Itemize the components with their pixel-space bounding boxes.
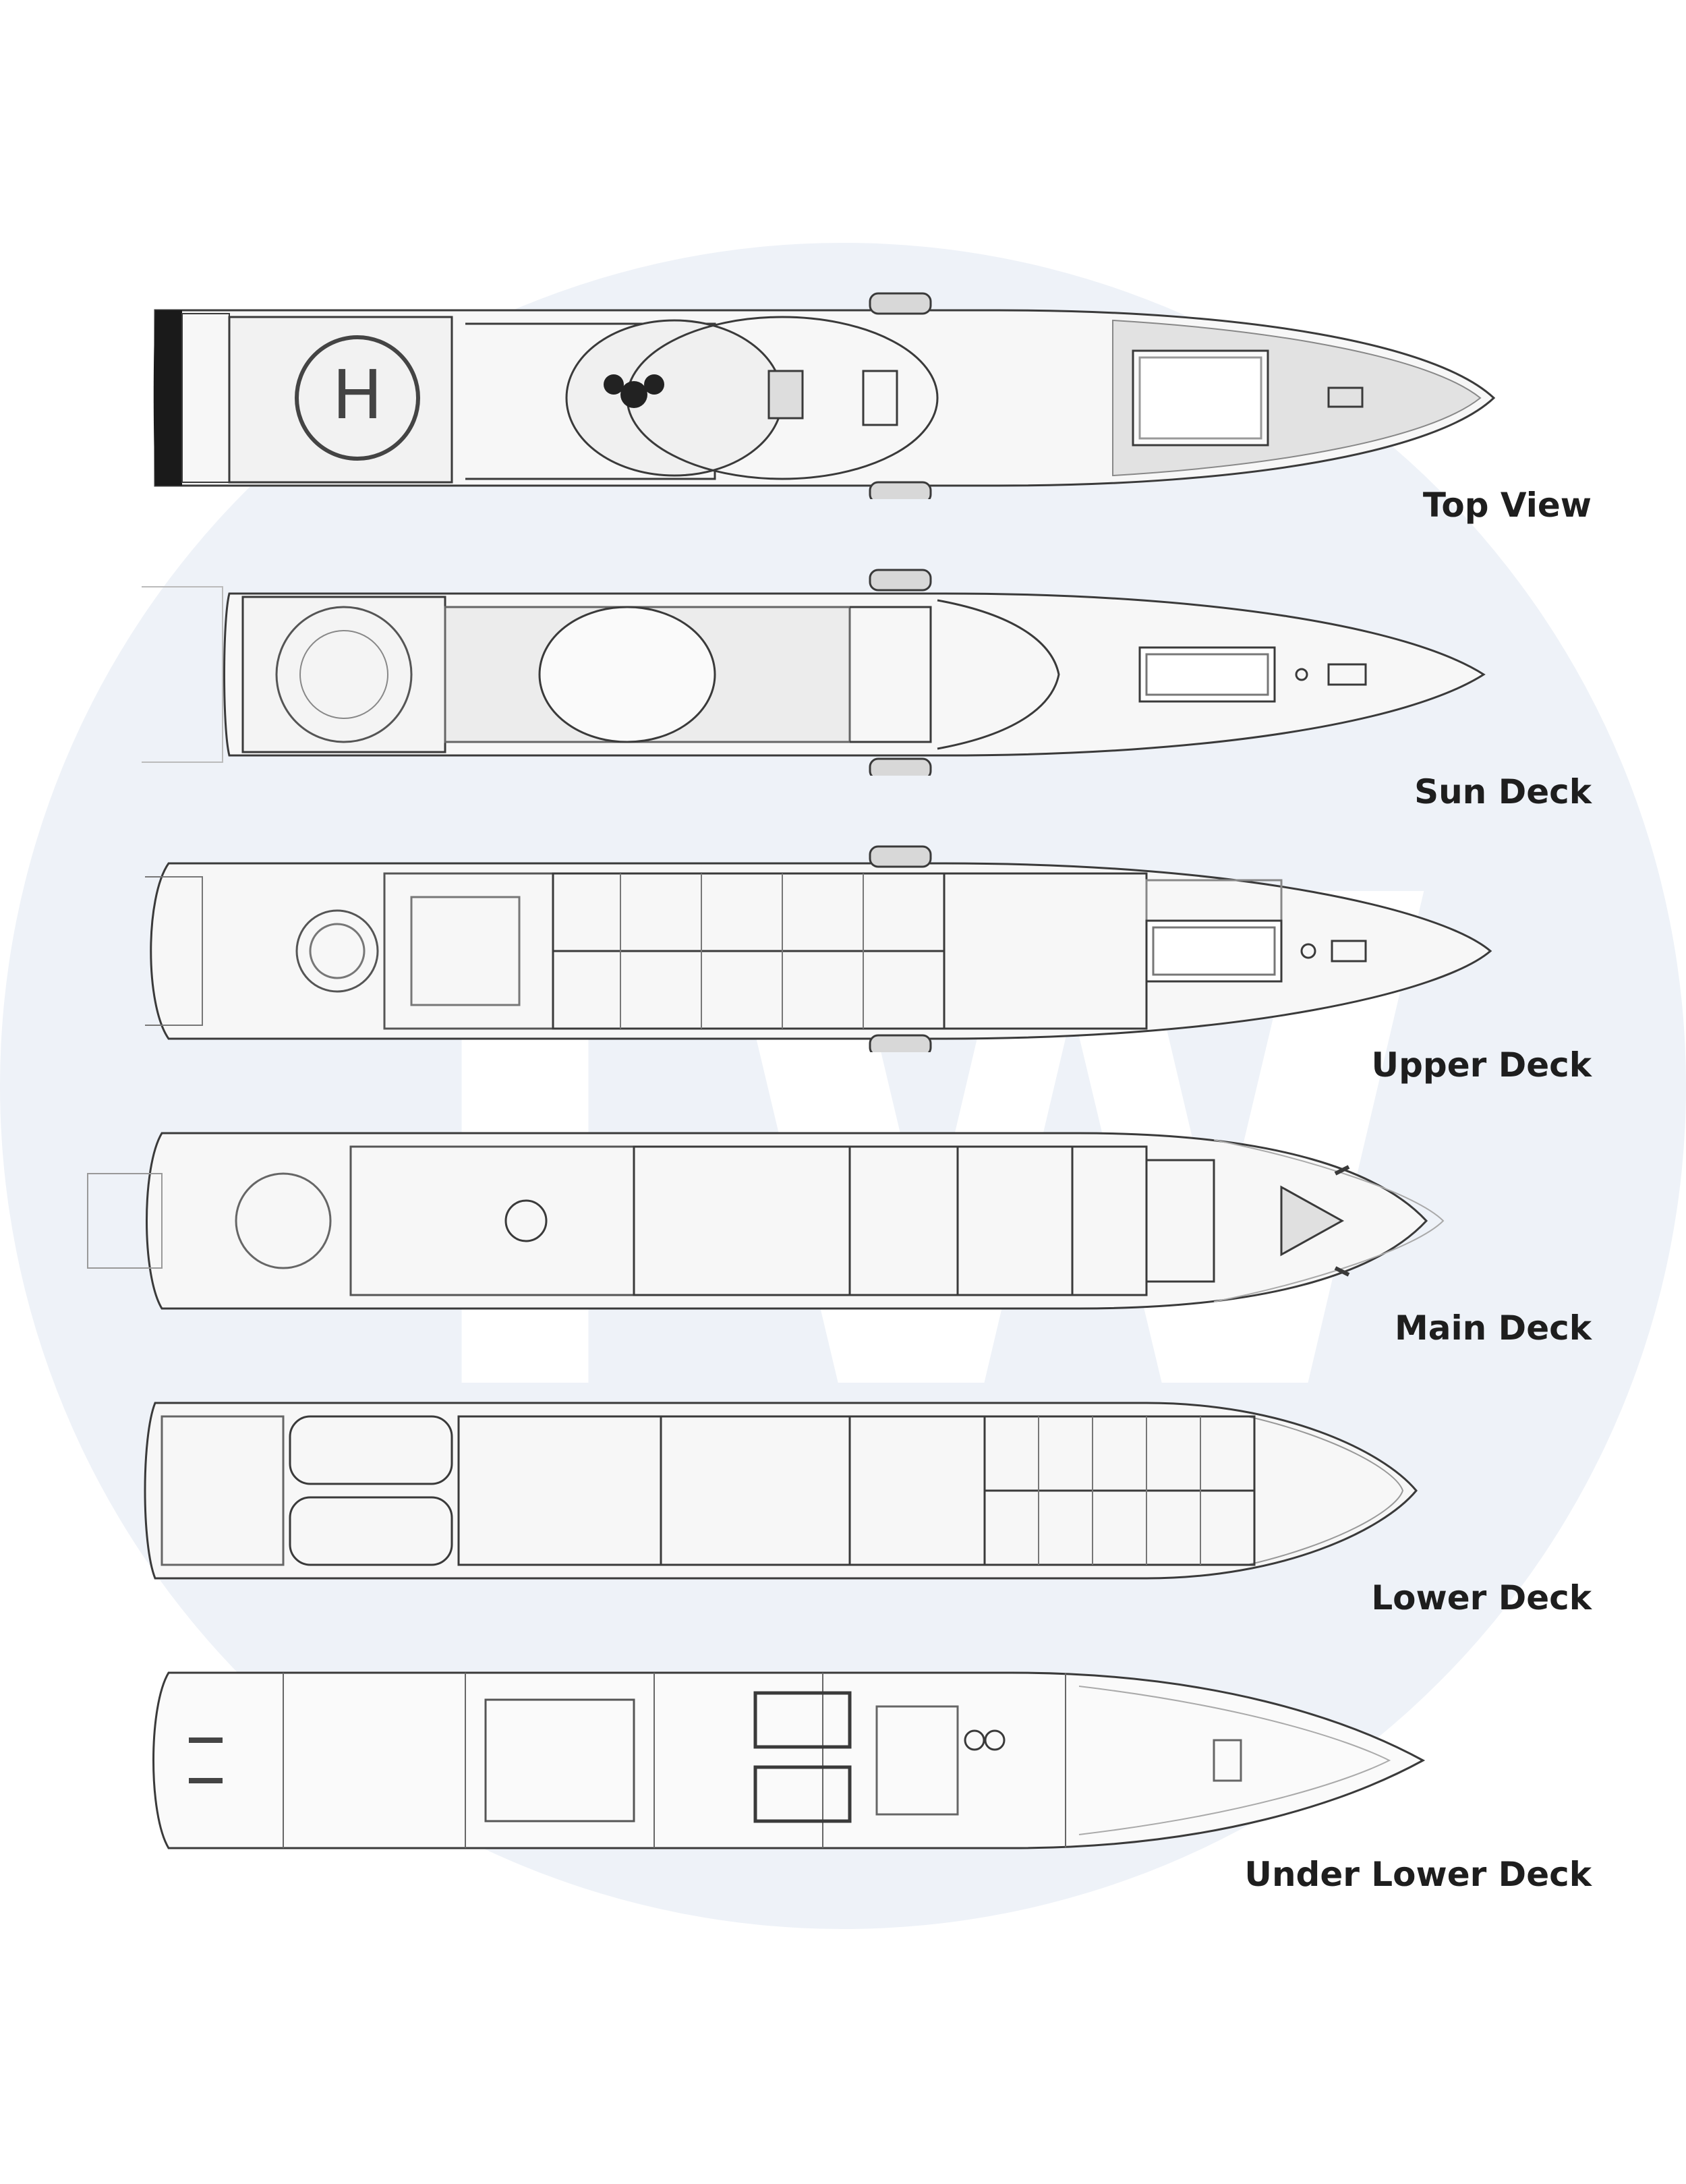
- deck-lower-deck: Lower Deck: [0, 1376, 1686, 1617]
- under-lower-deck-plan: [152, 1671, 1426, 1849]
- deck-sun-deck: Sun Deck: [0, 560, 1686, 811]
- deck-top-view: H Top View: [0, 283, 1686, 525]
- deck-label-sun-deck: Sun Deck: [1414, 772, 1592, 811]
- deck-label-upper-deck: Upper Deck: [1371, 1045, 1592, 1085]
- deck-main-deck: Main Deck: [0, 1106, 1686, 1348]
- upper-deck-plan: [145, 845, 1492, 1052]
- lower-deck-plan: [144, 1402, 1418, 1580]
- sun-deck-plan: [142, 569, 1486, 776]
- top-view-plan: H: [153, 292, 1496, 499]
- deck-label-top-view: Top View: [1422, 486, 1592, 525]
- deck-label-lower-deck: Lower Deck: [1371, 1578, 1592, 1617]
- main-deck-plan: [87, 1132, 1445, 1310]
- deck-under-lower-deck: Under Lower Deck: [0, 1646, 1686, 1894]
- deck-upper-deck: Upper Deck: [0, 836, 1686, 1085]
- svg-text:H: H: [332, 355, 382, 434]
- deck-label-under-lower-deck: Under Lower Deck: [1244, 1855, 1592, 1894]
- deck-label-main-deck: Main Deck: [1395, 1309, 1592, 1348]
